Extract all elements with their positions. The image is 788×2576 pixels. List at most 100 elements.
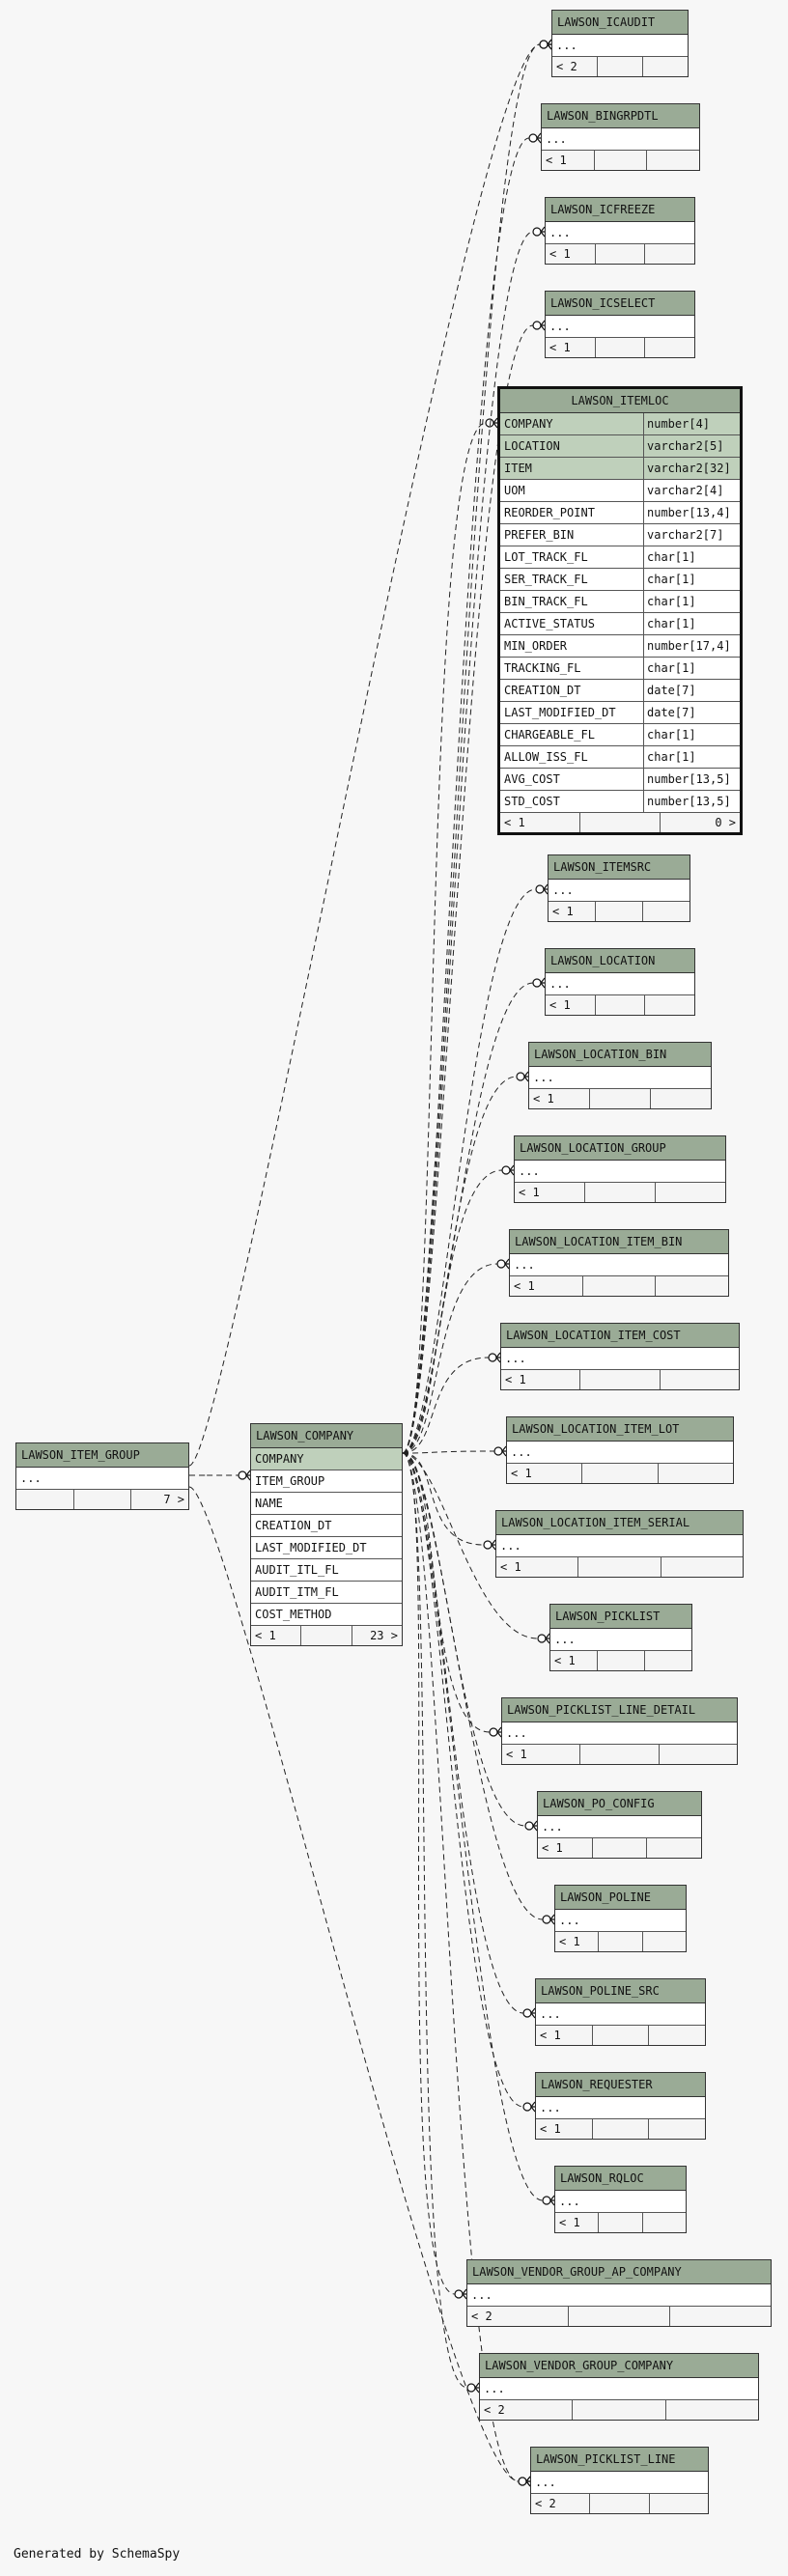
parents-count[interactable]: < 2 [535,2497,556,2510]
parents-count[interactable]: < 1 [519,1186,540,1199]
optional-circle [516,1072,525,1081]
table-footer: < 1 [502,1745,737,1764]
table-footer: < 1 [501,1370,739,1389]
column-name: TRACKING_FL [504,661,581,675]
column-row: COMPANY [251,1448,402,1470]
column-type: number[17,4] [643,635,740,657]
collapsed-columns-row: ... [542,128,699,151]
table-lawson-requester[interactable]: LAWSON_REQUESTER...< 1 [535,2072,706,2140]
parents-count[interactable]: < 1 [559,1935,580,1948]
table-lawson-location-item-serial[interactable]: LAWSON_LOCATION_ITEM_SERIAL...< 1 [495,1510,744,1578]
column-name: SER_TRACK_FL [504,573,588,586]
parents-count[interactable]: < 1 [540,2122,561,2136]
table-lawson-vendor-group-company[interactable]: LAWSON_VENDOR_GROUP_COMPANY...< 2 [479,2353,759,2421]
column-name: ALLOW_ISS_FL [504,750,588,764]
collapsed-columns-row: ... [536,2003,705,2026]
column-name: COMPANY [255,1452,304,1466]
table-title: LAWSON_POLINE [555,1886,686,1910]
parents-count[interactable]: < 1 [506,1748,527,1761]
parents-count[interactable]: < 1 [514,1279,535,1293]
parents-count[interactable]: < 1 [542,1841,563,1855]
parents-count[interactable]: < 1 [500,1560,521,1574]
parents-count[interactable]: < 1 [549,341,571,354]
children-count[interactable]: 23 > [351,1626,402,1645]
column-row: NAME [251,1493,402,1515]
parents-count[interactable]: < 2 [484,2403,505,2417]
edge-company-13 [402,1452,491,1733]
generated-by-credit: Generated by SchemaSpy [14,2547,181,2562]
optional-circle [466,2383,476,2393]
table-footer: < 1 [507,1464,733,1483]
table-lawson-rqloc[interactable]: LAWSON_RQLOC...< 1 [554,2166,687,2233]
parents-count[interactable]: < 1 [554,1654,576,1667]
optional-circle [539,40,549,49]
table-title: LAWSON_ITEM_GROUP [16,1443,188,1468]
collapsed-columns-row: ... [529,1067,711,1089]
parents-count[interactable]: < 1 [546,154,567,167]
table-lawson-item-group[interactable]: LAWSON_ITEM_GROUP ... 7 > [15,1442,189,1510]
table-lawson-picklist-line[interactable]: LAWSON_PICKLIST_LINE...< 2 [530,2447,709,2514]
children-count[interactable]: 0 > [660,813,740,832]
parents-count[interactable]: < 1 [540,2029,561,2042]
column-name: LOT_TRACK_FL [504,550,588,564]
optional-circle [542,1915,551,1924]
table-lawson-location-item-lot[interactable]: LAWSON_LOCATION_ITEM_LOT...< 1 [506,1416,734,1484]
column-name: CREATION_DT [255,1519,332,1532]
table-lawson-vendor-group-ap-company[interactable]: LAWSON_VENDOR_GROUP_AP_COMPANY...< 2 [466,2259,772,2327]
table-lawson-location-item-cost[interactable]: LAWSON_LOCATION_ITEM_COST...< 1 [500,1323,740,1390]
collapsed-columns-row: ... [552,35,688,57]
table-lawson-location[interactable]: LAWSON_LOCATION...< 1 [545,948,695,1016]
table-lawson-icfreeze[interactable]: LAWSON_ICFREEZE...< 1 [545,197,695,265]
table-title: LAWSON_LOCATION_ITEM_BIN [510,1230,728,1254]
column-row: LAST_MODIFIED_DT [251,1537,402,1559]
parents-count[interactable]: < 1 [559,2216,580,2229]
optional-circle [524,1821,534,1831]
table-footer: < 1 [510,1276,728,1296]
parents-count[interactable]: < 1 [533,1092,554,1106]
table-lawson-icaudit[interactable]: LAWSON_ICAUDIT... < 2 [551,10,689,77]
parents-count[interactable]: < 1 [549,247,571,261]
table-footer: < 1 [555,1932,686,1951]
parents-count[interactable]: < 1 [549,998,571,1012]
table-title: LAWSON_POLINE_SRC [536,1979,705,2003]
optional-circle [501,1165,511,1175]
collapsed-columns-row: ... [16,1468,188,1490]
edge-company-11 [402,1452,485,1546]
parents-count[interactable]: < 1 [504,816,525,829]
column-name: STD_COST [504,795,560,808]
parents-count[interactable]: < 1 [505,1373,526,1386]
table-lawson-bingrpdtl[interactable]: LAWSON_BINGRPDTL... < 1 [541,103,700,171]
table-lawson-location-group[interactable]: LAWSON_LOCATION_GROUP...< 1 [514,1135,726,1203]
table-lawson-poline[interactable]: LAWSON_POLINE...< 1 [554,1885,687,1952]
table-footer: < 1 0 > [500,813,740,832]
parents-count[interactable]: < 2 [556,60,577,73]
column-type: char[1] [643,724,740,745]
collapsed-columns-row: ... [510,1254,728,1276]
table-lawson-po-config[interactable]: LAWSON_PO_CONFIG...< 1 [537,1791,702,1859]
table-lawson-picklist[interactable]: LAWSON_PICKLIST...< 1 [549,1604,692,1671]
table-lawson-picklist-line-detail[interactable]: LAWSON_PICKLIST_LINE_DETAIL...< 1 [501,1697,738,1765]
table-lawson-icselect[interactable]: LAWSON_ICSELECT...< 1 [545,291,695,358]
table-title: LAWSON_ICAUDIT [552,11,688,35]
optional-circle [488,1353,497,1362]
parents-count[interactable]: < 1 [255,1629,276,1642]
optional-circle [537,1634,547,1643]
parents-count[interactable]: < 2 [471,2310,492,2323]
table-lawson-location-bin[interactable]: LAWSON_LOCATION_BIN...< 1 [528,1042,712,1109]
table-lawson-location-item-bin[interactable]: LAWSON_LOCATION_ITEM_BIN... < 1 [509,1229,729,1297]
children-count[interactable]: 7 > [130,1490,188,1509]
table-title: LAWSON_PO_CONFIG [538,1792,701,1816]
table-title: LAWSON_BINGRPDTL [542,104,699,128]
optional-circle [532,227,542,237]
table-title: LAWSON_RQLOC [555,2167,686,2191]
table-lawson-poline-src[interactable]: LAWSON_POLINE_SRC... < 1 [535,1978,706,2046]
parents-count[interactable]: < 1 [511,1467,532,1480]
optional-circle [483,1540,492,1550]
parents-count[interactable]: < 1 [552,905,574,918]
optional-circle [238,1470,247,1480]
table-lawson-itemsrc[interactable]: LAWSON_ITEMSRC...< 1 [548,854,690,922]
